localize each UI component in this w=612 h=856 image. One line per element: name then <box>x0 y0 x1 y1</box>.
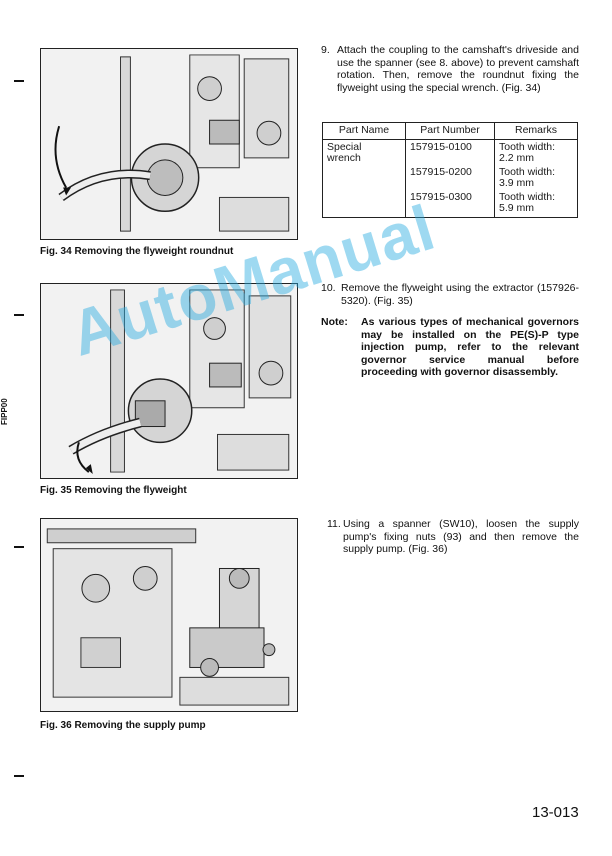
remark-value: 3.9 mm <box>499 177 535 189</box>
margin-mark <box>14 775 24 777</box>
page-number: 13-013 <box>532 804 579 821</box>
remark-label: Tooth width: <box>499 140 556 153</box>
step-number: 9. <box>321 44 330 56</box>
figure-35-illustration <box>40 283 298 479</box>
margin-mark <box>14 314 24 316</box>
step-number: 10. <box>321 282 336 294</box>
step-text: Remove the flyweight using the extractor… <box>341 282 579 307</box>
remark-value: 2.2 mm <box>499 152 535 164</box>
part-name-line: wrench <box>327 152 361 164</box>
margin-mark <box>14 80 24 82</box>
governor-note: Note: As various types of mechanical gov… <box>321 316 579 379</box>
remarks-cell: Tooth width: 2.2 mm Tooth width: 3.9 mm … <box>494 138 578 218</box>
figure-34-illustration <box>40 48 298 240</box>
step-text: Attach the coupling to the camshaft's dr… <box>337 44 579 94</box>
part-name-cell: Special wrench <box>322 138 406 218</box>
note-label: Note: <box>321 316 348 328</box>
table-header-part-name: Part Name <box>322 122 406 140</box>
supply-pump-drawing <box>41 519 297 711</box>
part-number: 157915-0300 <box>410 190 472 203</box>
part-number-cell: 157915-0100 157915-0200 157915-0300 <box>405 138 495 218</box>
remark-value: 5.9 mm <box>499 202 535 214</box>
step-9: 9. Attach the coupling to the camshaft's… <box>321 44 579 94</box>
part-number: 157915-0200 <box>410 165 472 178</box>
part-number: 157915-0100 <box>410 140 472 153</box>
step-10: 10. Remove the flyweight using the extra… <box>321 282 579 307</box>
table-header-remarks: Remarks <box>494 122 578 140</box>
special-wrench-table: Part Name Part Number Remarks Special wr… <box>322 122 578 218</box>
figure-35-caption: Fig. 35 Removing the flyweight <box>40 485 187 496</box>
step-number: 11. <box>327 518 341 530</box>
figure-34-caption: Fig. 34 Removing the flyweight roundnut <box>40 246 234 257</box>
note-text: As various types of mechanical governors… <box>361 316 579 378</box>
remark-label: Tooth width: <box>499 165 556 178</box>
part-name-line: Special <box>327 140 362 153</box>
remark-label: Tooth width: <box>499 190 556 203</box>
margin-mark <box>14 546 24 548</box>
table-row: Special wrench 157915-0100 157915-0200 1… <box>322 138 578 218</box>
side-code: FIPP00 <box>0 398 9 425</box>
flyweight-roundnut-drawing <box>41 49 297 239</box>
figure-36-caption: Fig. 36 Removing the supply pump <box>40 720 206 731</box>
step-11: 11. Using a spanner (SW10), loosen the s… <box>327 518 579 556</box>
table-header-part-number: Part Number <box>405 122 495 140</box>
figure-36-illustration <box>40 518 298 712</box>
step-text: Using a spanner (SW10), loosen the suppl… <box>343 518 579 555</box>
flyweight-removal-drawing <box>41 284 297 478</box>
